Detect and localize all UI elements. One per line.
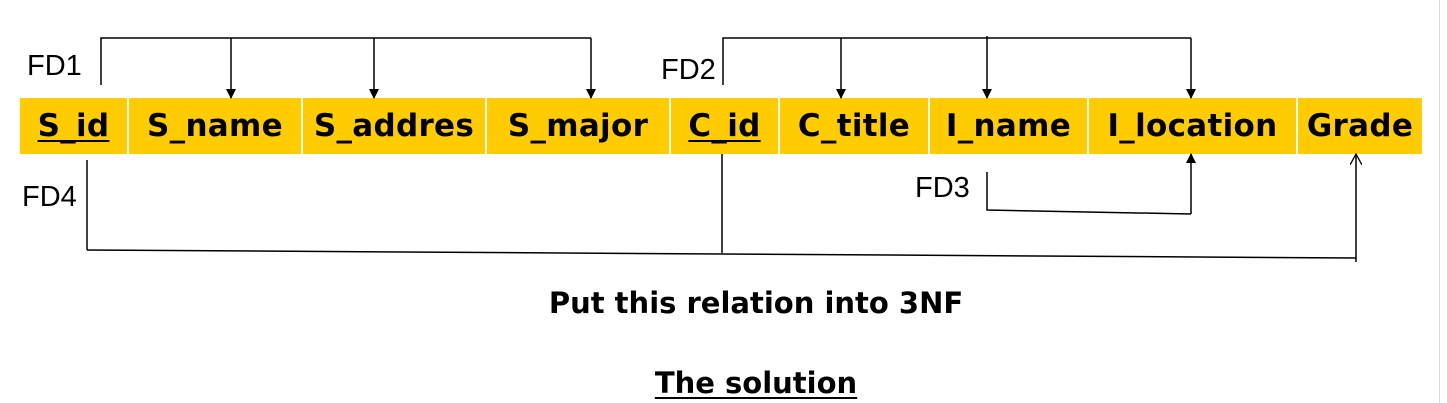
attribute-s-name: S_name — [129, 98, 301, 154]
fd2-label: FD2 — [661, 54, 716, 86]
attribute-c-id: C_id — [671, 98, 778, 154]
attribute-i-name: I_name — [930, 98, 1087, 154]
attribute-s-id: S_id — [20, 98, 127, 154]
fd4-connector-line — [86, 249, 1357, 259]
task-instruction: Put this relation into 3NF — [548, 286, 964, 320]
attribute-s-major: S_major — [487, 98, 669, 154]
fd1-arrows — [100, 37, 596, 99]
fd3-label: FD3 — [915, 172, 970, 204]
fd4-arrows — [86, 154, 1357, 262]
fd4-label: FD4 — [22, 181, 77, 213]
attribute-c-title: C_title — [780, 98, 928, 154]
attribute-i-location: I_location — [1089, 98, 1296, 154]
fd1-label: FD1 — [27, 50, 82, 82]
attribute-s-addres: S_addres — [303, 98, 485, 154]
solution-heading: The solution — [654, 366, 858, 400]
attribute-grade: Grade — [1298, 98, 1422, 154]
fd1-connector-line — [100, 37, 591, 85]
fd3-connector-line — [986, 172, 1192, 215]
slide-right-border — [1439, 0, 1440, 403]
fd3-arrows — [986, 153, 1196, 215]
fd2-arrows — [722, 36, 1196, 99]
fd2-connector-line — [722, 37, 1191, 85]
